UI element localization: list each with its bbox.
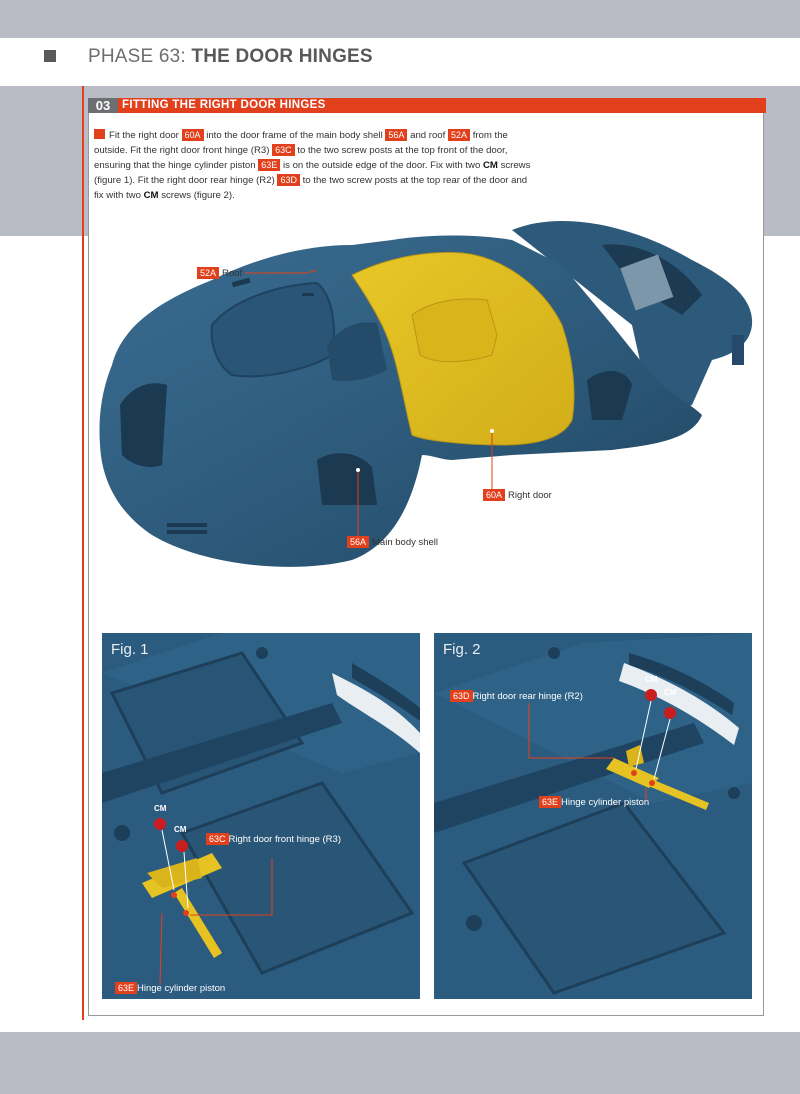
text-run: is on the outside edge of the door. Fix … — [283, 160, 480, 171]
part-tag: 60A — [483, 489, 505, 501]
callout-label: Right door — [508, 490, 552, 501]
callout-label: Right door front hinge (R3) — [229, 834, 341, 845]
car-body-illustration — [92, 205, 762, 585]
title-label: THE DOOR HINGES — [191, 46, 372, 67]
callout-label: Hinge cylinder piston — [561, 797, 649, 808]
text-run: screws (figure 2). — [161, 190, 235, 201]
figure-1-illustration — [102, 633, 420, 999]
step-title: FITTING THE RIGHT DOOR HINGES — [122, 98, 326, 113]
text-run: into the door frame of the main body she… — [206, 130, 383, 141]
callout-label: Roof — [222, 268, 242, 279]
bullet-icon — [94, 129, 105, 139]
screw-label: CM — [154, 804, 166, 813]
screw-code: CM — [483, 160, 498, 171]
figure-2-illustration — [434, 633, 752, 999]
part-tag: 63E — [539, 796, 561, 808]
part-tag: 63C — [206, 833, 229, 845]
header-square-icon — [44, 50, 56, 62]
left-rule — [82, 86, 84, 1020]
text-run: and roof — [410, 130, 445, 141]
part-tag: 56A — [385, 129, 407, 141]
part-tag: 63D — [277, 174, 300, 186]
callout-label: Hinge cylinder piston — [137, 983, 225, 994]
text-run: Fit the right door — [109, 130, 179, 141]
part-tag: 63D — [450, 690, 473, 702]
part-tag: 56A — [347, 536, 369, 548]
figure-1-title: Fig. 1 — [111, 641, 149, 658]
part-tag: 63E — [115, 982, 137, 994]
part-tag: 52A — [197, 267, 219, 279]
part-tag: 63C — [272, 144, 295, 156]
part-tag: 52A — [448, 129, 470, 141]
callout-label: Right door rear hinge (R2) — [473, 691, 583, 702]
part-tag: 63E — [258, 159, 280, 171]
page-title: PHASE 63: THE DOOR HINGES — [88, 46, 373, 68]
screw-label: CM — [645, 675, 657, 684]
screw-label: CM — [174, 825, 186, 834]
step-number: 03 — [88, 98, 118, 113]
screw-label: CM — [664, 688, 676, 697]
top-band — [0, 0, 800, 38]
callout-label: Main body shell — [372, 537, 438, 548]
screw-code: CM — [144, 190, 159, 201]
bottom-band — [0, 1032, 800, 1094]
part-tag: 60A — [182, 129, 204, 141]
figure-2-title: Fig. 2 — [443, 641, 481, 658]
phase-label: PHASE 63: — [88, 46, 186, 67]
instruction-text: Fit the right door 60A into the door fra… — [94, 128, 534, 203]
